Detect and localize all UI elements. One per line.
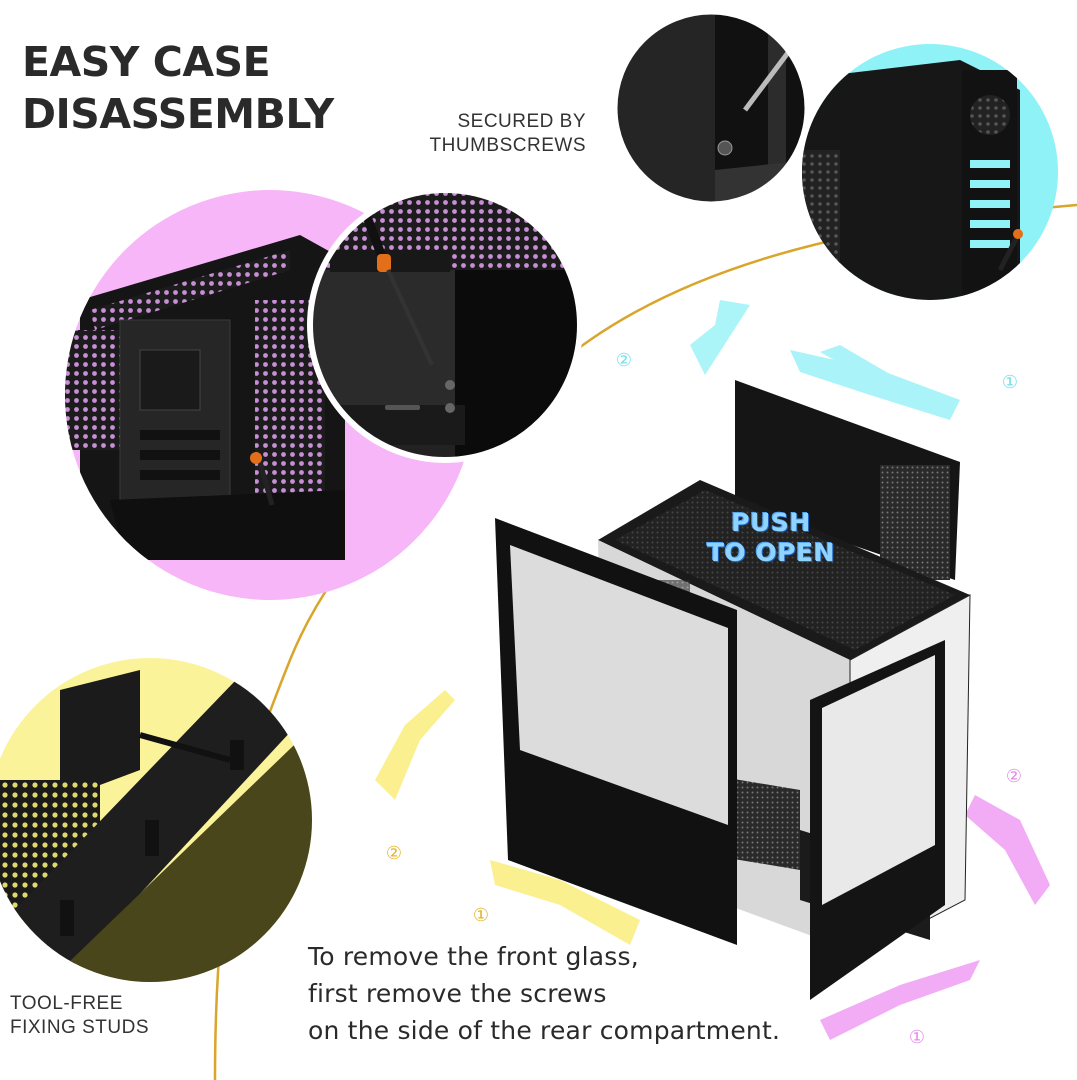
curved-arrow-icon	[690, 300, 960, 420]
push-label-line-1: PUSH	[731, 508, 811, 537]
curved-arrow-icon	[820, 795, 1050, 1040]
thumbscrew-rear-circle	[802, 44, 1058, 300]
curved-arrow-icon	[375, 690, 640, 945]
studs-caption: TOOL-FREE FIXING STUDS	[10, 992, 149, 1040]
side-panel-detail-circle	[65, 190, 475, 600]
studs-caption-line-1: TOOL-FREE	[10, 993, 123, 1014]
instruction-text: To remove the front glass, first remove …	[308, 938, 780, 1049]
step-marker-cyan-2: ②	[615, 350, 633, 371]
thumbscrews-caption-line-1: SECURED BY	[457, 111, 586, 132]
fixing-studs-circle	[0, 658, 312, 982]
thumbscrews-caption-line-2: THUMBSCREWS	[429, 135, 586, 156]
instruction-line-1: To remove the front glass,	[308, 942, 639, 971]
thumbscrew-closeup-circle	[612, 9, 810, 207]
instruction-line-3: on the side of the rear compartment.	[308, 1016, 781, 1045]
push-label-line-2: TO OPEN	[706, 538, 836, 567]
step-marker-cyan-1: ①	[1001, 372, 1019, 393]
step-marker-pink-1: ①	[908, 1027, 926, 1048]
step-marker-pink-2: ②	[1005, 766, 1023, 787]
rear-screw-detail-circle	[307, 187, 583, 463]
pc-case-illustration	[495, 380, 971, 1000]
instruction-line-2: first remove the screws	[308, 979, 607, 1008]
step-marker-yellow-2: ②	[385, 843, 403, 864]
thumbscrews-caption: SECURED BY THUMBSCREWS	[416, 110, 586, 158]
step-marker-yellow-1: ①	[472, 905, 490, 926]
title-line-2: DISASSEMBLY	[22, 90, 334, 138]
studs-caption-line-2: FIXING STUDS	[10, 1017, 150, 1038]
page-title: EASY CASE DISASSEMBLY	[22, 36, 334, 140]
push-to-open-label: PUSH TO OPEN	[686, 508, 856, 568]
title-line-1: EASY CASE	[22, 38, 271, 86]
